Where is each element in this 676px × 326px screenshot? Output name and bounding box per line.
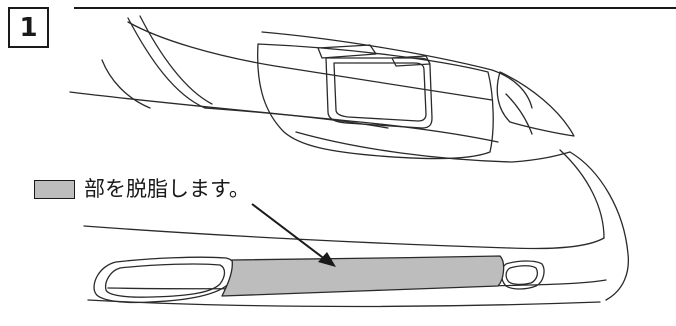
degrease-area [221, 255, 505, 297]
trunk-recess [256, 43, 494, 160]
trunk-lid-outline [127, 21, 493, 101]
bumper-top-line [83, 225, 605, 250]
bumper-corner-line [569, 151, 630, 301]
trunk-lid-outline [261, 31, 533, 109]
legend-text: 部を脱脂します。 [84, 177, 250, 201]
pointer-arrow [251, 203, 336, 267]
degrease-legend: 部を脱脂します。 [34, 175, 250, 203]
body-character-line [101, 59, 151, 109]
right-exhaust-inner [505, 265, 538, 286]
body-character-line [69, 91, 499, 143]
left-exhaust-inner [104, 263, 226, 298]
tail-lamp-detail [505, 93, 533, 135]
step-number: 1 [19, 12, 38, 43]
plate-lamp [317, 44, 377, 59]
rear-pillar-line [139, 15, 213, 105]
left-exhaust-outer [93, 256, 237, 304]
license-plate-inner [333, 62, 427, 122]
diffuser-line [87, 299, 601, 308]
rear-pillar-line [127, 17, 206, 109]
license-plate-outline [325, 57, 433, 129]
plate-lamp [391, 55, 431, 67]
legend-swatch [34, 179, 75, 199]
bumper-side-line [559, 149, 605, 239]
header-rule [74, 7, 676, 9]
step-number-box: 1 [8, 7, 49, 48]
trunk-lower-edge [295, 131, 571, 163]
tail-lamp-outline [496, 71, 575, 137]
